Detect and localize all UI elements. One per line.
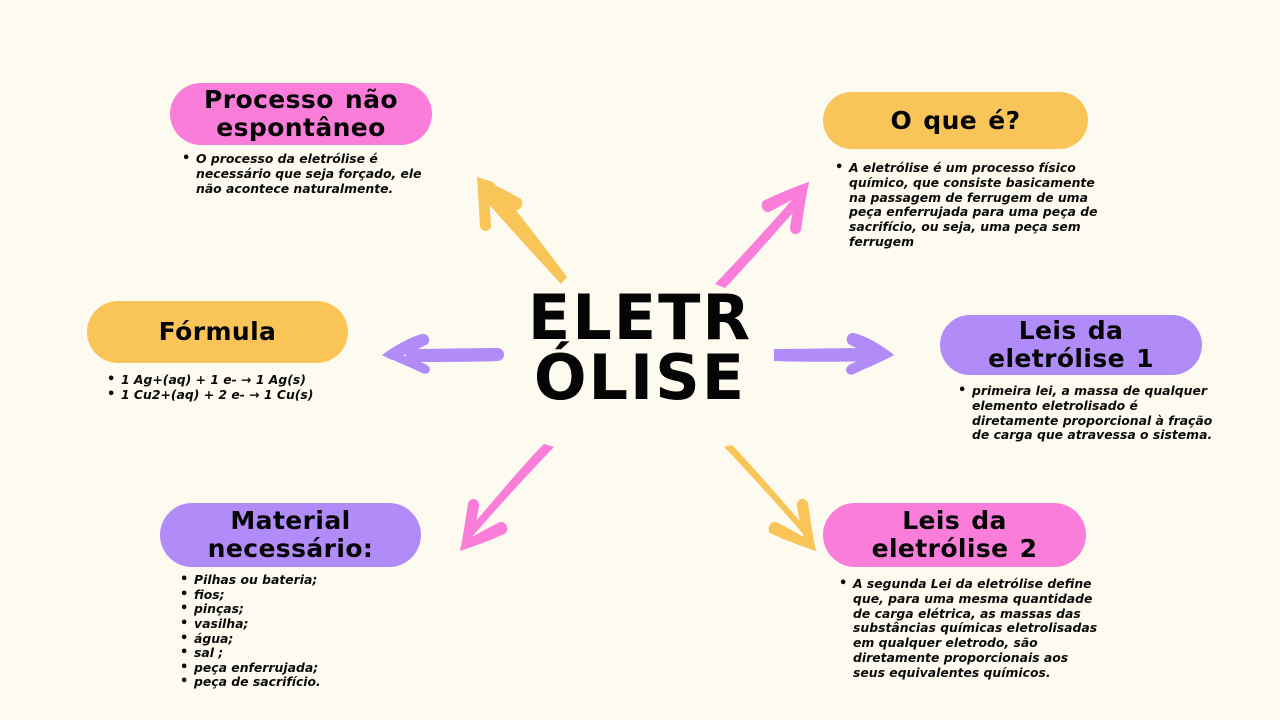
list-item: A eletrólise é um processo físico químic… — [835, 160, 1101, 250]
list-item: 1 Cu2+(aq) + 2 e- → 1 Cu(s) — [107, 387, 371, 403]
node-leis-da-eletrolise-2-title: Leis da eletrólise 2 — [871, 506, 1038, 563]
node-processo-nao-espontaneo[interactable]: Processo não espontâneo O processo da el… — [170, 83, 432, 196]
node-material-necessario-title: Material necessário: — [207, 506, 374, 563]
center-title-line-2: ÓLISE — [533, 340, 747, 414]
node-o-que-e-header[interactable]: O que é? — [823, 92, 1088, 149]
list-item: primeira lei, a massa de qualquer elemen… — [958, 383, 1222, 443]
arrow-up-right-icon — [705, 172, 823, 292]
list-item: vasilha; — [180, 616, 444, 632]
node-o-que-e[interactable]: O que é? A eletrólise é um processo físi… — [823, 92, 1098, 250]
arrow-right-icon — [768, 332, 900, 378]
node-material-necessario-header[interactable]: Material necessário: — [160, 503, 421, 567]
node-leis-da-eletrolise-2[interactable]: Leis da eletrólise 2 A segunda Lei da el… — [823, 503, 1097, 680]
list-item: Pilhas ou bateria; — [180, 572, 444, 588]
node-material-necessario-list: Pilhas ou bateria; fios; pinças; vasilha… — [160, 572, 444, 690]
node-leis-da-eletrolise-1-title: Leis da eletrólise 1 — [988, 316, 1154, 373]
list-item: fios; — [180, 587, 444, 603]
list-item: pinças; — [180, 601, 444, 617]
center-title: ELETR ÓLISE — [470, 287, 810, 414]
node-leis-da-eletrolise-1-list: primeira lei, a massa de qualquer elemen… — [940, 383, 1222, 443]
node-o-que-e-list: A eletrólise é um processo físico químic… — [823, 160, 1101, 250]
node-leis-da-eletrolise-1-header[interactable]: Leis da eletrólise 1 — [940, 315, 1202, 375]
list-item: peça de sacrifício. — [180, 674, 444, 690]
list-item: sal ; — [180, 645, 444, 661]
node-processo-nao-espontaneo-header[interactable]: Processo não espontâneo — [170, 83, 432, 145]
node-leis-da-eletrolise-2-list: A segunda Lei da eletrólise define que, … — [823, 576, 1103, 680]
node-leis-da-eletrolise-2-header[interactable]: Leis da eletrólise 2 — [823, 503, 1086, 567]
list-item: água; — [180, 631, 444, 647]
node-formula-title: Fórmula — [158, 317, 277, 346]
node-formula-header[interactable]: Fórmula — [87, 301, 348, 363]
center-title-line-1: ELETR — [527, 281, 753, 354]
node-formula[interactable]: Fórmula 1 Ag+(aq) + 1 e- → 1 Ag(s) 1 Cu2… — [87, 301, 348, 402]
arrow-up-left-icon — [455, 165, 575, 290]
node-formula-list: 1 Ag+(aq) + 1 e- → 1 Ag(s) 1 Cu2+(aq) + … — [87, 372, 371, 403]
list-item: peça enferrujada; — [180, 660, 444, 676]
arrow-down-right-icon — [712, 443, 830, 563]
node-leis-da-eletrolise-1[interactable]: Leis da eletrólise 1 primeira lei, a mas… — [940, 315, 1212, 443]
list-item: A segunda Lei da eletrólise define que, … — [839, 576, 1103, 680]
arrow-left-icon — [378, 333, 508, 377]
node-o-que-e-title: O que é? — [890, 105, 1021, 135]
node-material-necessario[interactable]: Material necessário: Pilhas ou bateria; … — [160, 503, 421, 690]
list-item: O processo da eletrólise é necessário qu… — [182, 151, 446, 196]
node-processo-nao-espontaneo-title: Processo não espontâneo — [204, 85, 398, 142]
arrow-down-left-icon — [450, 443, 568, 563]
list-item: 1 Ag+(aq) + 1 e- → 1 Ag(s) — [107, 372, 371, 388]
node-processo-nao-espontaneo-list: O processo da eletrólise é necessário qu… — [170, 151, 446, 196]
